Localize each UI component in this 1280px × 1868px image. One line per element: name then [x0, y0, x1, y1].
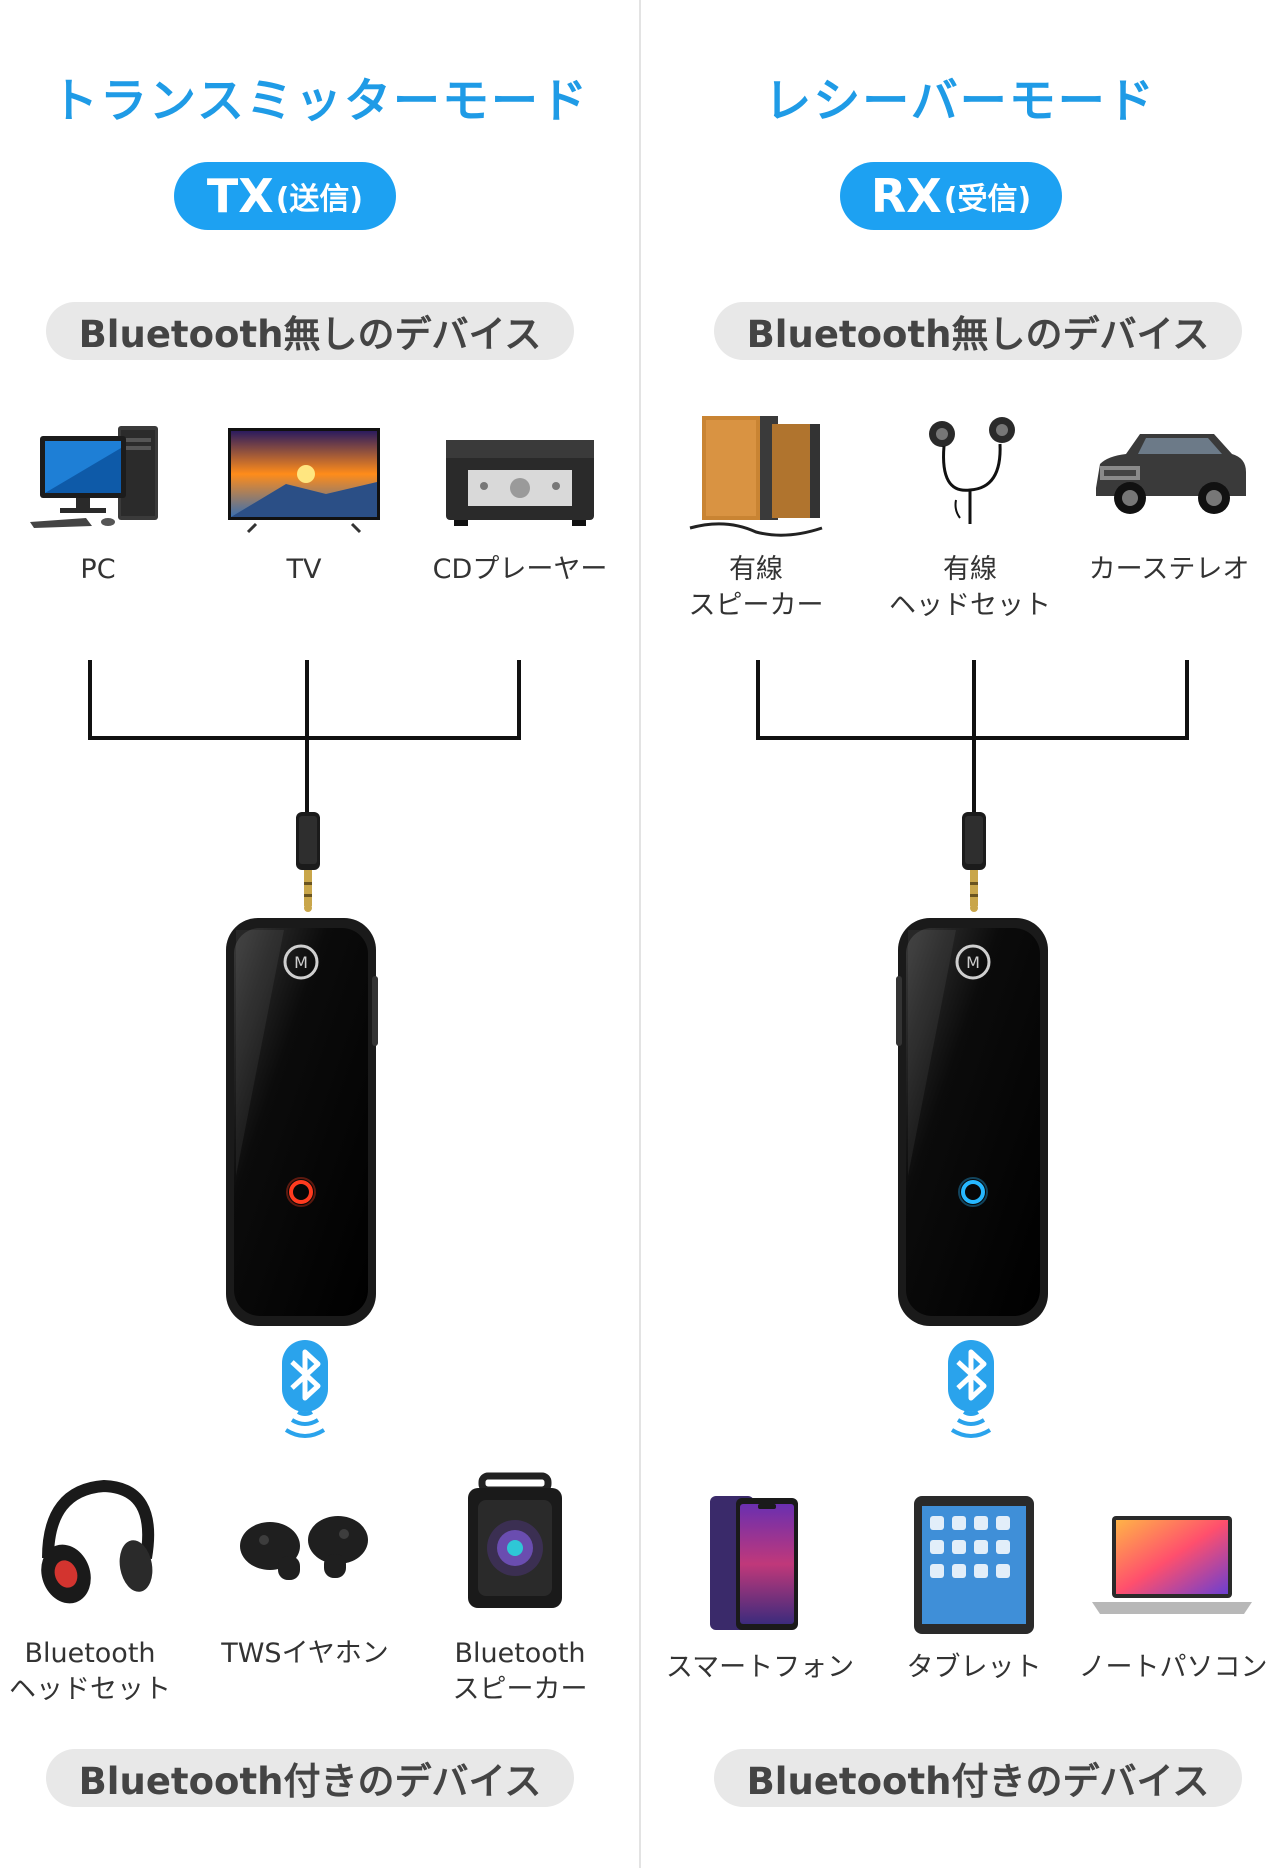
earbuds-icon [226, 1500, 382, 1590]
rx-adapter-device: M [896, 916, 1050, 1328]
smartphone-label: スマートフォン [665, 1652, 855, 1683]
laptop-label: ノートパソコン [1078, 1652, 1268, 1683]
tablet-label: タブレット [906, 1652, 1042, 1683]
transmitter-panel: トランスミッターモード TX (送信) Bluetooth無しのデバイス PC [9, 74, 608, 1807]
bt-speaker-label: Bluetooth スピーカー [452, 1638, 588, 1705]
tx-line-left [88, 660, 92, 740]
cd-player-label: CDプレーヤー [432, 554, 608, 585]
rx-bluetooth-icon [948, 1340, 994, 1438]
tx-cable [305, 740, 309, 816]
rx-line-left [756, 660, 760, 740]
tx-audio-jack-icon [296, 812, 320, 912]
pc-icon [28, 418, 168, 530]
tx-adapter-device: M [224, 916, 378, 1328]
tx-bluetooth-icon [282, 1340, 328, 1438]
speaker-icon [462, 1472, 568, 1612]
receiver-panel: レシーバーモード RX (受信) Bluetooth無しのデバイス 有線 スピー… [640, 0, 1280, 1868]
tv-label: TV [286, 554, 322, 585]
rx-cable [972, 740, 976, 816]
rx-audio-jack-icon [962, 812, 986, 912]
bt-headset-label: Bluetooth ヘッドセット [9, 1638, 171, 1705]
tx-badge-sub: (送信) [275, 182, 364, 217]
smartphone-icon [702, 1494, 806, 1634]
car-stereo-label: カーステレオ [1088, 554, 1250, 585]
tx-badge: TX (送信) [174, 162, 396, 230]
wired-headset-icon [920, 414, 1020, 526]
tws-label: TWSイヤホン [221, 1638, 389, 1669]
car-stereo-icon [1086, 426, 1252, 526]
svg-text:M: M [966, 953, 980, 972]
headphones-icon [28, 1474, 158, 1610]
tx-line-center [305, 660, 309, 740]
tablet-icon [912, 1494, 1036, 1636]
wired-speaker-label: 有線 スピーカー [688, 554, 824, 621]
cd-player-icon [440, 434, 600, 530]
pc-label: PC [80, 554, 116, 585]
tv-icon [226, 424, 382, 534]
svg-text:M: M [294, 953, 308, 972]
laptop-icon [1088, 1512, 1256, 1620]
center-divider [639, 0, 641, 1868]
rx-bottom-band: Bluetooth付きのデバイス [714, 1749, 1242, 1807]
rx-line-center [972, 660, 976, 740]
tx-line-right [517, 660, 521, 740]
rx-top-band: Bluetooth無しのデバイス [714, 302, 1242, 360]
transmitter-title: トランスミッターモード [50, 74, 590, 129]
wired-speaker-icon [686, 410, 826, 540]
tx-top-band: Bluetooth無しのデバイス [46, 302, 574, 360]
rx-badge-sub: (受信) [943, 182, 1032, 217]
wired-headset-label: 有線 ヘッドセット [889, 554, 1051, 621]
tx-badge-code: TX [206, 169, 274, 223]
rx-badge: RX (受信) [840, 162, 1062, 230]
tx-line-horizontal [88, 736, 521, 740]
rx-badge-code: RX [870, 169, 942, 223]
tx-bottom-band: Bluetooth付きのデバイス [46, 1749, 574, 1807]
rx-line-horizontal [756, 736, 1189, 740]
rx-line-right [1185, 660, 1189, 740]
receiver-title: レシーバーモード [764, 74, 1156, 129]
